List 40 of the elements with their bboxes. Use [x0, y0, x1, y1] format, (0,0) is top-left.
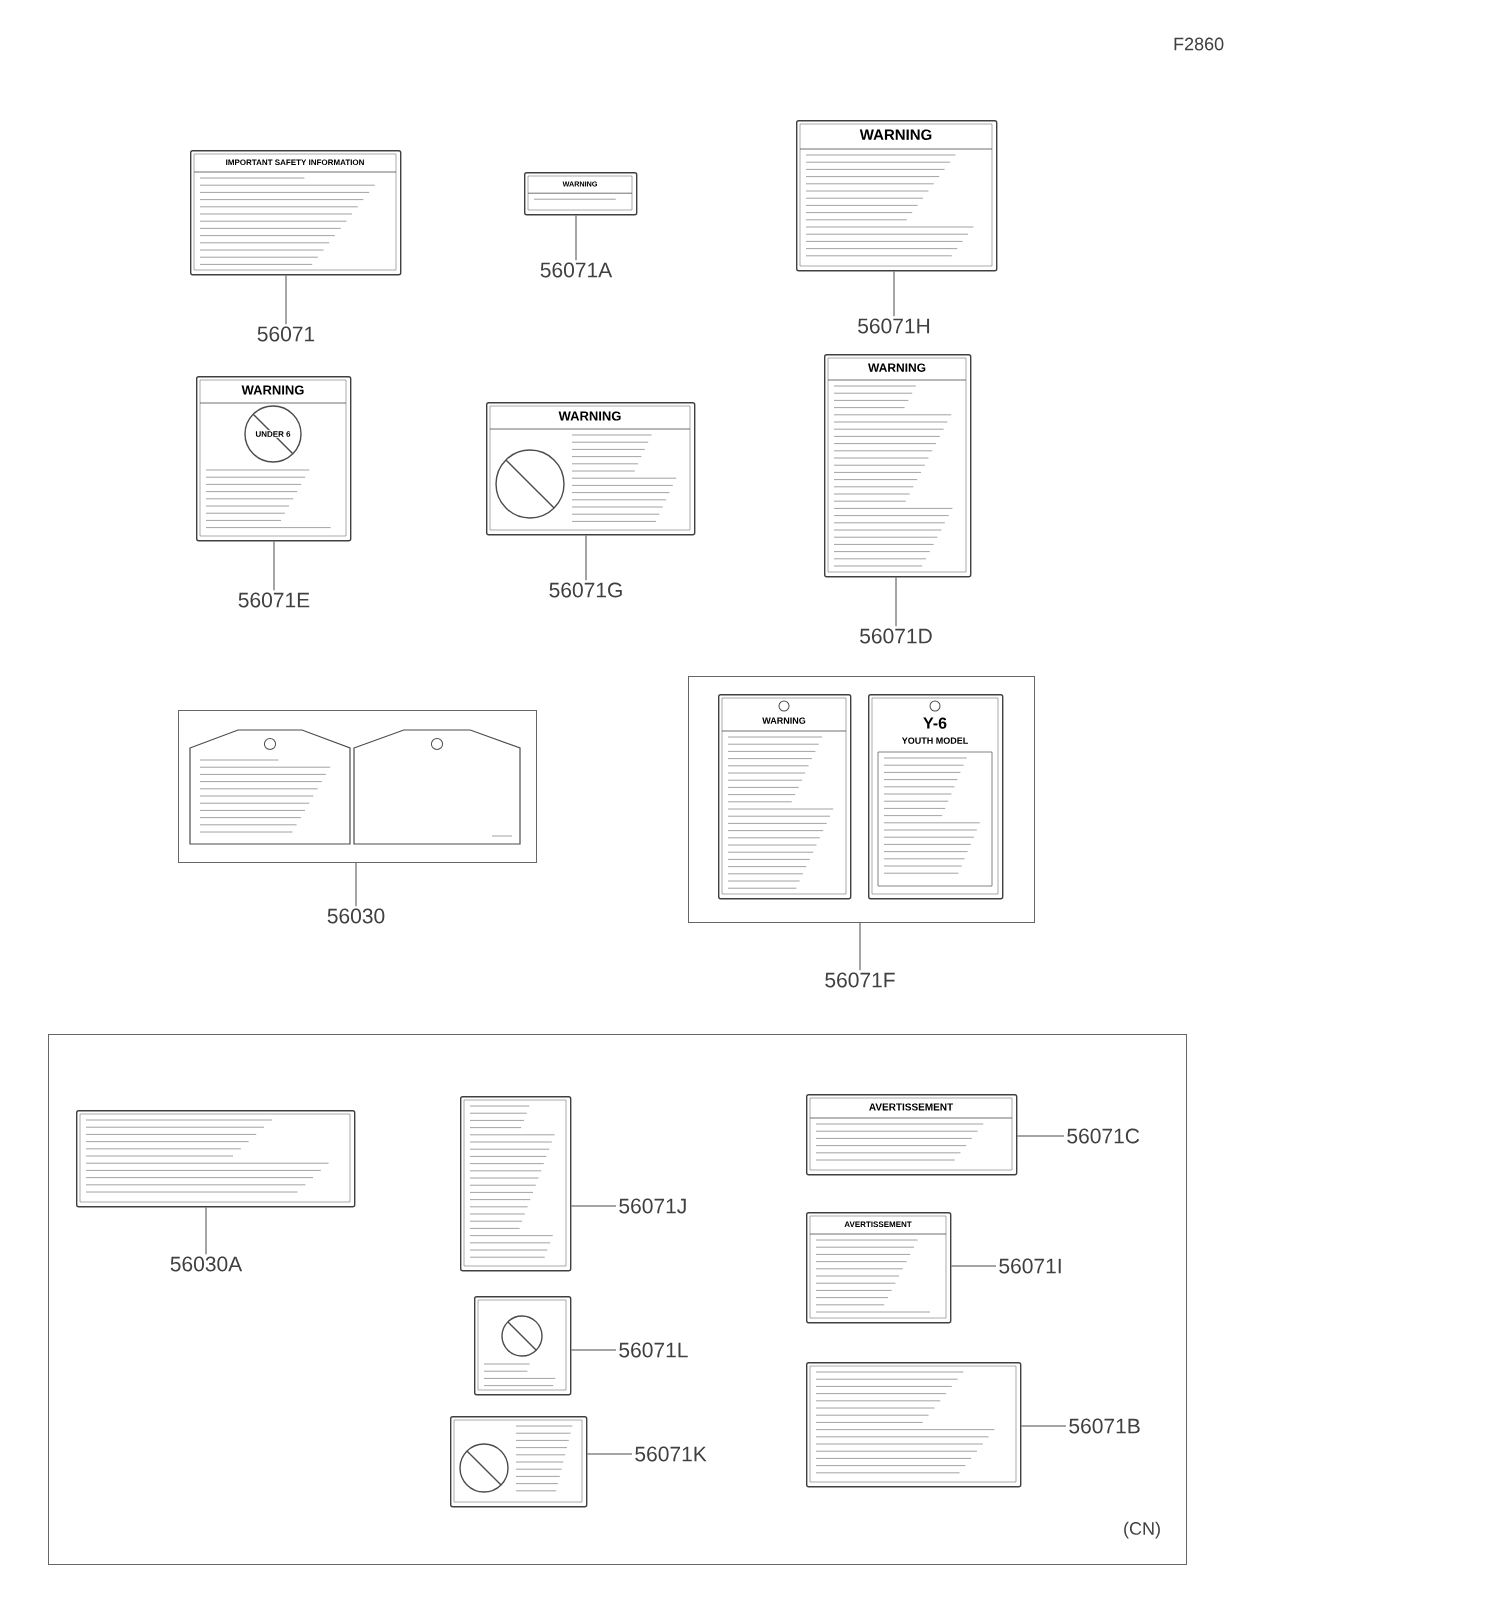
leader-line	[570, 1205, 617, 1207]
warning-label	[474, 1296, 572, 1396]
warning-label	[450, 1416, 588, 1508]
hang-tag	[353, 729, 521, 845]
leader-line	[285, 274, 287, 325]
leader-line	[859, 922, 861, 971]
part-number: 56071C	[1067, 1128, 1140, 1144]
part-number: 56071J	[619, 1198, 686, 1214]
leader-line	[895, 576, 897, 627]
leader-line	[1016, 1135, 1065, 1137]
warning-label	[76, 1110, 356, 1208]
part-number: 56071	[257, 326, 315, 342]
leader-line	[575, 214, 577, 261]
leader-line	[355, 862, 357, 907]
leader-line	[893, 270, 895, 317]
leader-line	[205, 1206, 207, 1255]
part-number: 56071G	[549, 582, 622, 598]
drawing-number: F2860	[1174, 37, 1224, 51]
part-number: 56071I	[999, 1258, 1061, 1274]
part-number: 56071A	[540, 262, 613, 278]
part-number: 56071B	[1069, 1418, 1140, 1434]
part-number: 56071F	[825, 972, 895, 988]
hang-tag	[189, 729, 351, 845]
leader-line	[950, 1265, 997, 1267]
leader-line	[570, 1349, 617, 1351]
warning-label	[806, 1362, 1022, 1488]
part-number: 56071L	[619, 1342, 688, 1358]
part-number: 56030	[327, 908, 385, 924]
warning-label	[460, 1096, 572, 1272]
label-frame	[688, 676, 1035, 923]
leader-line	[273, 540, 275, 591]
leader-line	[586, 1453, 633, 1455]
part-number: 56071H	[858, 318, 930, 334]
leader-line	[585, 534, 587, 581]
label-frame	[178, 710, 537, 863]
leader-line	[1020, 1425, 1067, 1427]
part-number: 56071D	[860, 628, 932, 644]
part-number: 56071E	[238, 592, 310, 608]
part-number: 56030A	[170, 1256, 243, 1272]
part-number: 56071K	[635, 1446, 707, 1462]
